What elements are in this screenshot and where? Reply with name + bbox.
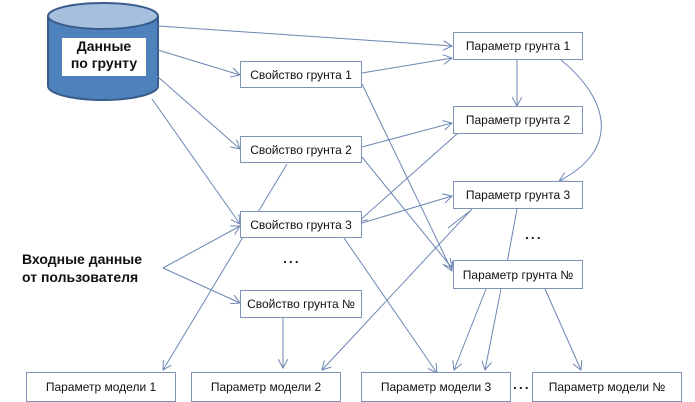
soil-params-ellipsis: ... [525, 226, 543, 242]
edge-soilparam3-to-model2 [322, 208, 473, 370]
edge-data-to-prop2 [156, 75, 240, 149]
edge-prop3-to-model3 [341, 234, 437, 373]
data-source-label: Данные по грунту [62, 38, 146, 76]
edge-prop2-to-model1 [163, 163, 288, 370]
soil-property-1[interactable]: Свойство грунта 1 [240, 61, 362, 88]
edge-soilparam2-to-prop3 [358, 132, 459, 222]
properties-ellipsis: ... [283, 250, 301, 266]
edge-user-to-propN [162, 267, 240, 303]
soil-property-2[interactable]: Свойство грунта 2 [240, 136, 362, 163]
edge-data-to-soilparam1 [157, 25, 452, 46]
edge-soilparam3-to-model3 [447, 210, 471, 229]
edge-soilparamN-to-model3a [454, 288, 487, 370]
soil-property-n[interactable]: Свойство грунта № [240, 290, 362, 318]
edge-prop1-to-soilparam1 [361, 58, 452, 74]
model-params-ellipsis: ... [513, 376, 531, 392]
edge-soilparam1-to-soilparam3 [559, 59, 602, 181]
edge-data-to-prop3 [151, 98, 240, 224]
model-parameter-n[interactable]: Параметр модели № [532, 372, 682, 402]
model-parameter-1[interactable]: Параметр модели 1 [26, 372, 176, 402]
user-input-label: Входные данные от пользователя [22, 251, 143, 285]
edge-prop3-to-soilparam3 [361, 196, 452, 224]
edge-data-to-prop1 [157, 49, 240, 75]
soil-parameter-n[interactable]: Параметр грунта № [453, 260, 583, 289]
edge-prop2-to-soilparamN [361, 156, 452, 268]
soil-property-3[interactable]: Свойство грунта 3 [240, 211, 362, 238]
edge-soilparamN-to-modelN [544, 288, 581, 370]
soil-parameter-3[interactable]: Параметр грунта 3 [453, 181, 583, 209]
edge-soilparamN-to-model3b [485, 288, 502, 370]
model-parameter-3[interactable]: Параметр модели 3 [361, 372, 511, 402]
edge-prop1-to-soilparamN [361, 83, 452, 271]
soil-parameter-2[interactable]: Параметр грунта 2 [453, 106, 583, 134]
soil-parameter-1[interactable]: Параметр грунта 1 [453, 32, 583, 60]
edge-soilparam3-to-soilparamN [506, 208, 518, 264]
edge-prop2-to-soilparam2 [361, 123, 452, 148]
model-parameter-2[interactable]: Параметр модели 2 [191, 372, 341, 402]
edge-user-to-prop3 [162, 226, 240, 269]
